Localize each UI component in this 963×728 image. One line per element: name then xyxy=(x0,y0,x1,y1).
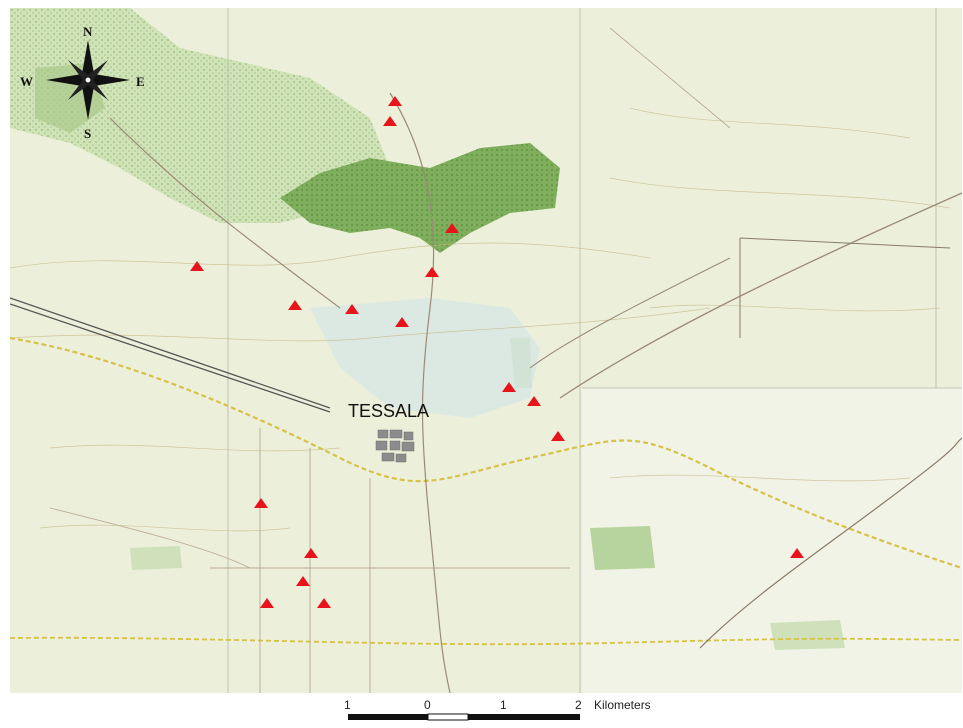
scale-tick-label: 1 xyxy=(500,698,507,712)
red-triangle-icon[interactable] xyxy=(551,431,565,441)
red-triangle-icon[interactable] xyxy=(190,261,204,271)
red-triangle-icon[interactable] xyxy=(254,498,268,508)
place-label-tessala: TESSALA xyxy=(348,401,429,421)
scale-segment xyxy=(348,714,428,720)
compass-label-east: E xyxy=(136,74,145,89)
red-triangle-icon[interactable] xyxy=(317,598,331,608)
map-canvas[interactable]: N S E W TESSALA xyxy=(10,8,962,693)
red-triangle-icon[interactable] xyxy=(527,396,541,406)
red-triangle-icon[interactable] xyxy=(445,223,459,233)
red-triangle-icon[interactable] xyxy=(388,96,402,106)
field-patch xyxy=(770,620,845,650)
compass-east-point xyxy=(88,74,130,86)
grid-lines xyxy=(227,8,962,693)
contour-lines xyxy=(10,107,951,532)
roads xyxy=(10,27,962,693)
compass-label-north: N xyxy=(83,24,93,39)
compass-label-west: W xyxy=(20,74,33,89)
scale-bar: 1 0 1 2 Kilometers xyxy=(344,698,651,721)
field-patch xyxy=(130,546,182,570)
compass-label-south: S xyxy=(84,126,91,141)
forest-dense-area xyxy=(280,143,560,253)
red-triangle-icon[interactable] xyxy=(296,576,310,586)
compass-rose: N S E W xyxy=(20,24,145,141)
red-triangle-icon[interactable] xyxy=(304,548,318,558)
scale-tick-label: 0 xyxy=(424,698,431,712)
red-triangle-icon[interactable] xyxy=(345,304,359,314)
town-block xyxy=(375,429,415,463)
compass-north-point xyxy=(82,40,94,80)
scale-segment xyxy=(427,713,469,721)
red-triangle-icon[interactable] xyxy=(260,598,274,608)
red-triangle-icon[interactable] xyxy=(383,116,397,126)
field-patch xyxy=(590,526,655,570)
scale-segment xyxy=(508,714,580,720)
red-triangle-icon[interactable] xyxy=(790,548,804,558)
site-markers xyxy=(190,96,804,608)
scale-segment xyxy=(468,714,508,720)
scale-unit-label: Kilometers xyxy=(594,698,651,712)
scale-tick-label: 1 xyxy=(344,698,351,712)
compass-west-point xyxy=(46,74,88,86)
scale-tick-label: 2 xyxy=(575,698,582,712)
red-triangle-icon[interactable] xyxy=(288,300,302,310)
red-triangle-icon[interactable] xyxy=(425,267,439,277)
forest-area xyxy=(10,8,390,223)
compass-south-point xyxy=(82,80,94,120)
red-triangle-icon[interactable] xyxy=(395,317,409,327)
red-triangle-icon[interactable] xyxy=(502,382,516,392)
